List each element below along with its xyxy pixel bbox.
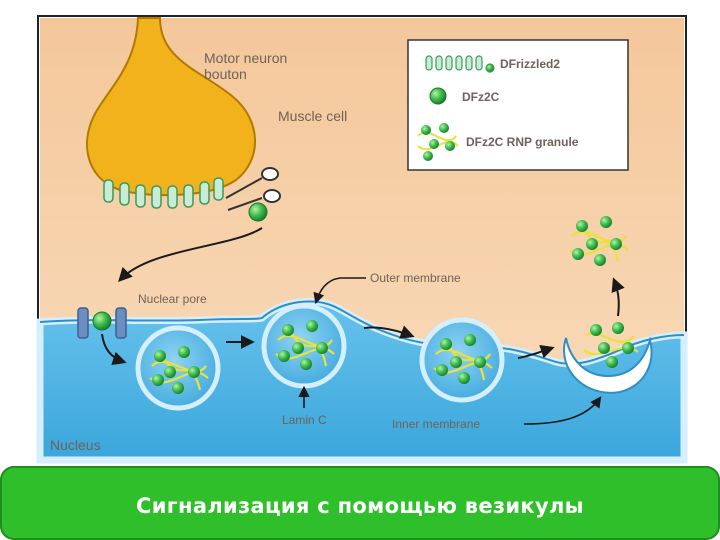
label-nuclear-pore: Nuclear pore xyxy=(138,292,207,306)
dfz2c-cleaved-fragment xyxy=(248,202,268,222)
releasing-vesicle xyxy=(563,322,653,394)
vesicle-2 xyxy=(261,303,347,389)
arrow-pore-to-vesicle xyxy=(101,333,127,366)
nuclear-pore xyxy=(77,307,127,339)
caption-text: Сигнализация с помощью везикулы xyxy=(136,494,584,518)
outer-membrane-pointer xyxy=(313,277,366,305)
green-sphere-icon xyxy=(429,87,447,105)
label-lamin-c: Lamin C xyxy=(282,413,327,427)
label-outer-membrane: Outer membrane xyxy=(370,271,461,285)
caption-bar xyxy=(0,466,720,540)
arrow-to-pore xyxy=(118,227,263,283)
frizzled-receptors xyxy=(103,177,224,209)
arrow-release-up xyxy=(611,277,625,317)
arrow-v3-to-release xyxy=(517,344,555,359)
rnp-granule-icon xyxy=(417,123,459,161)
scissors-icon xyxy=(225,167,281,211)
label-muscle-cell: Muscle cell xyxy=(278,108,347,124)
inner-membrane-pointer xyxy=(523,396,602,425)
vesicle-1 xyxy=(135,325,221,411)
label-bouton: bouton xyxy=(204,66,247,82)
label-inner-membrane: Inner membrane xyxy=(392,417,480,431)
legend-box: DFrizzled2 DFz2C DFz2C RNP granule xyxy=(407,39,629,171)
legend-label-frizzled: DFrizzled2 xyxy=(500,57,560,71)
frizzled-receptor-icon xyxy=(425,55,495,73)
label-motor-neuron: Motor neuron xyxy=(204,50,287,66)
vesicle-3 xyxy=(419,317,505,403)
label-nucleus: Nucleus xyxy=(50,437,101,453)
legend-label-dfz2c: DFz2C xyxy=(462,90,500,104)
nuclear-envelope-outer xyxy=(39,300,685,365)
legend-label-rnp-granule: DFz2C RNP granule xyxy=(466,135,579,149)
arrow-v2-to-v3 xyxy=(363,325,415,339)
free-rnp-granule xyxy=(569,216,629,266)
